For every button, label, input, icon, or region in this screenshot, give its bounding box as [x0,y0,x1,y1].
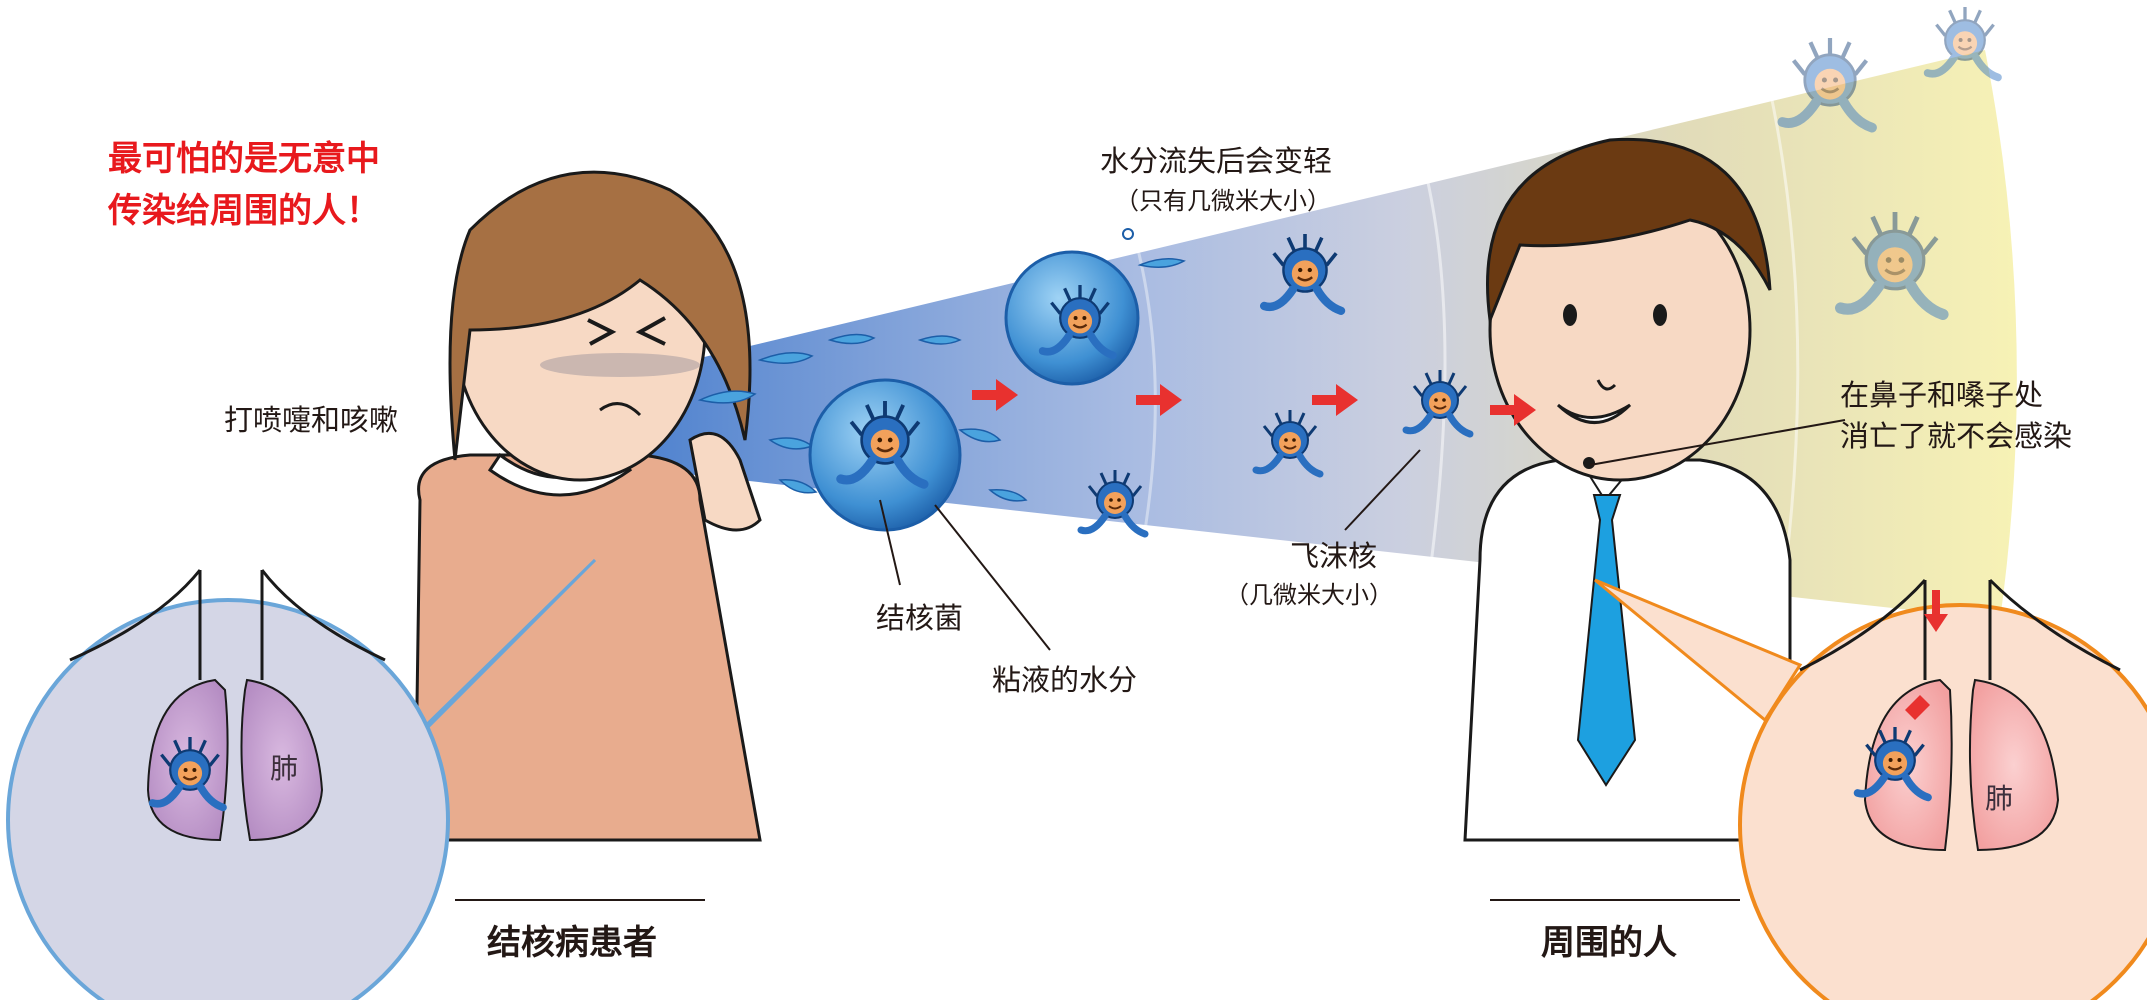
lighter-size-label: （只有几微米大小） [1115,187,1331,215]
lung-label-left: 肺 [270,752,298,785]
droplet-nuclei-label: 飞沫核 [1290,539,1378,573]
lighter-label: 水分流失后会变轻 [1100,144,1333,178]
bystander-lung-inset: 肺 [1594,578,2147,1004]
patient-figure [413,170,762,842]
leader-lines [879,419,1846,651]
sneeze-label: 打喷嚏和咳嗽 [224,403,399,437]
nose-throat-label-1: 在鼻子和嗓子处 [1840,378,2044,412]
lung-label-right: 肺 [1985,782,2013,815]
mucus-label: 粘液的水分 [992,663,1138,697]
nose-throat-label-2: 消亡了就不会感染 [1840,419,2073,453]
bystander-figure [1463,137,1792,842]
bacteria-bubble-1 [808,378,962,532]
warning-line-2: 传染给周围的人！ [108,191,380,231]
bacteria-bubble-2 [1004,250,1140,386]
patient-lung-inset: 肺 [6,558,597,1004]
warning-text: 最可怕的是无意中 传染给周围的人！ [108,133,380,237]
bacteria-label: 结核菌 [876,601,964,635]
droplet-size-label: （几微米大小） [1225,581,1393,609]
patient-caption: 结核病患者 [487,923,657,963]
warning-line-1: 最可怕的是无意中 [108,139,380,179]
tie [1576,494,1637,787]
bystander-caption: 周围的人 [1541,923,1677,963]
